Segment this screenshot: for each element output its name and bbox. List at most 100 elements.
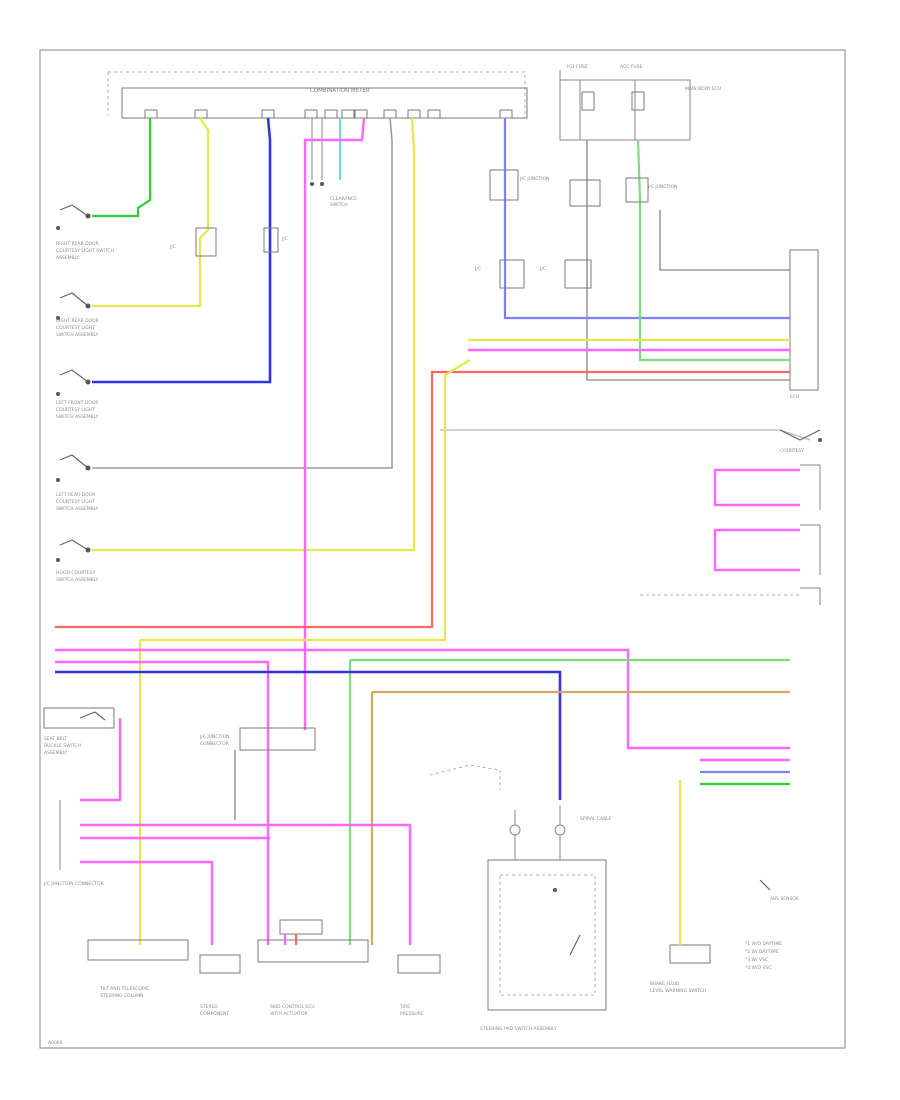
svg-text:RIGHT REAR DOOR: RIGHT REAR DOOR bbox=[56, 318, 99, 324]
wire-gray-right-bus bbox=[440, 429, 811, 441]
wire-pink-loop-1 bbox=[713, 468, 800, 507]
skid-control-ecu: SKID CONTROL ECU WITH ACTUATOR bbox=[257, 919, 369, 1017]
svg-text:J/C JUNCTION: J/C JUNCTION bbox=[199, 734, 230, 740]
wire-yellow-rr bbox=[92, 117, 210, 308]
svg-text:COURTESY: COURTESY bbox=[780, 448, 804, 454]
svg-text:LEFT REAR DOOR: LEFT REAR DOOR bbox=[56, 492, 95, 498]
center-junction-box: J/C JUNCTION CONNECTOR bbox=[199, 727, 316, 751]
brake-fluid-level-switch: BRAKE FLUID LEVEL WARNING SWITCH bbox=[650, 944, 711, 994]
svg-text:J/C: J/C bbox=[539, 266, 546, 272]
svg-text:WITH ACTUATOR: WITH ACTUATOR bbox=[270, 1011, 308, 1017]
wire-red-ecu bbox=[430, 370, 790, 380]
right-rear-door-courtesy-switch: RIGHT REAR DOOR COURTESY LIGHT SWITCH AS… bbox=[56, 292, 99, 338]
wire-tan-bus bbox=[370, 690, 790, 945]
svg-text:STEREO: STEREO bbox=[200, 1004, 218, 1010]
svg-text:J/C: J/C bbox=[281, 236, 288, 242]
svg-text:*3 W/ VSC: *3 W/ VSC bbox=[745, 957, 768, 963]
connector-bracket-right bbox=[800, 464, 821, 605]
bottom-component-1: TILT AND TELESCOPIC STEERING COLUMN bbox=[87, 939, 189, 999]
wire-red-bus bbox=[55, 380, 434, 629]
wire-pink-meter-to-ecu bbox=[303, 117, 366, 730]
wire-blue-lf bbox=[92, 117, 272, 384]
wire-gray-spiral bbox=[429, 764, 501, 790]
svg-text:MAIN BODY ECU: MAIN BODY ECU bbox=[685, 86, 721, 92]
left-lower-label: J/C JUNCTION CONNECTOR bbox=[43, 881, 104, 887]
svg-text:IG1 FUSE: IG1 FUSE bbox=[567, 64, 588, 70]
page-id: A0000 bbox=[48, 1040, 63, 1046]
right-door-switch-cluster: COURTESY bbox=[779, 429, 822, 454]
svg-text:ACC FUSE: ACC FUSE bbox=[620, 64, 642, 70]
left-front-door-courtesy-switch: LEFT FRONT DOOR COURTESY LIGHT SWITCH AS… bbox=[56, 369, 99, 420]
svg-text:CONNECTOR: CONNECTOR bbox=[200, 741, 229, 747]
wire-gray-ign bbox=[586, 140, 790, 381]
tire-pressure-receiver: TIRE PRESSURE bbox=[397, 954, 441, 1017]
junction-connector-rf: J/C bbox=[169, 227, 217, 257]
svg-text:J/C JUNCTION: J/C JUNCTION bbox=[519, 176, 550, 182]
svg-text:RIGHT REAR DOOR: RIGHT REAR DOOR bbox=[56, 241, 99, 247]
bottom-component-2: STEREO COMPONENT bbox=[199, 954, 241, 1017]
wire-yellow-bus bbox=[138, 359, 471, 945]
svg-text:SWITCH ASSEMBLY: SWITCH ASSEMBLY bbox=[56, 414, 99, 420]
meter-dash-outline bbox=[107, 71, 526, 115]
svg-text:COURTESY LIGHT: COURTESY LIGHT bbox=[56, 325, 95, 331]
svg-text:BUCKLE SWITCH: BUCKLE SWITCH bbox=[44, 743, 81, 749]
combination-meter-label: COMBINATION METER bbox=[310, 88, 370, 94]
svg-text:COURTESY LIGHT: COURTESY LIGHT bbox=[56, 499, 95, 505]
svg-text:*1 W/O DAYTIME: *1 W/O DAYTIME bbox=[745, 941, 782, 947]
junction-connector-lf: J/C bbox=[263, 227, 288, 253]
svg-text:SWITCH ASSEMBLY: SWITCH ASSEMBLY bbox=[56, 506, 99, 512]
svg-text:STEERING COLUMN: STEERING COLUMN bbox=[100, 993, 144, 999]
svg-text:SWITCH ASSEMBLY: SWITCH ASSEMBLY bbox=[56, 332, 99, 338]
wire-green-ign bbox=[636, 139, 790, 362]
wire-green-bus bbox=[348, 658, 790, 945]
svg-text:PRESSURE: PRESSURE bbox=[400, 1011, 424, 1017]
svg-text:*2 W/ DAYTIME: *2 W/ DAYTIME bbox=[745, 949, 779, 955]
svg-text:SEAT BELT: SEAT BELT bbox=[44, 736, 67, 742]
svg-text:COMPONENT: COMPONENT bbox=[200, 1011, 229, 1017]
wire-lblue-main bbox=[503, 118, 790, 320]
wire-pink-left-lower bbox=[80, 718, 122, 802]
wire-yellow-hood bbox=[92, 117, 416, 552]
wire-green-rf bbox=[92, 118, 152, 218]
svg-text:ASSEMBLY: ASSEMBLY bbox=[56, 255, 80, 261]
svg-text:J/C: J/C bbox=[169, 244, 176, 250]
svg-text:COURTESY LIGHT SWITCH: COURTESY LIGHT SWITCH bbox=[56, 248, 114, 254]
right-lower-sensor: ABS SENSOR bbox=[759, 879, 799, 902]
wire-blue-bus bbox=[55, 670, 562, 800]
steering-pad-switch-assembly: STEERING PAD SWITCH ASSEMBLY bbox=[480, 859, 607, 1032]
svg-text:SWITCH: SWITCH bbox=[330, 202, 348, 208]
fuse-block-top-right: IG1 FUSE ACC FUSE MAIN BODY ECU bbox=[559, 64, 721, 141]
svg-text:LEVEL WARNING SWITCH: LEVEL WARNING SWITCH bbox=[650, 988, 706, 994]
meter-ground-switch: CLEARANCE SWITCH bbox=[310, 118, 357, 208]
svg-text:ABS SENSOR: ABS SENSOR bbox=[770, 896, 799, 902]
wire-pink-left-2 bbox=[80, 823, 412, 945]
left-rear-door-courtesy-switch: LEFT REAR DOOR COURTESY LIGHT SWITCH ASS… bbox=[56, 454, 99, 512]
svg-text:J/C JUNCTION: J/C JUNCTION bbox=[647, 184, 678, 190]
hood-courtesy-switch: HOOD COURTESY SWITCH ASSEMBLY bbox=[56, 539, 99, 583]
wire-gray-lr bbox=[92, 117, 393, 469]
wire-pink-bus-2 bbox=[55, 660, 270, 945]
wire-pink-bus bbox=[55, 648, 790, 750]
wire-pink-loop-2 bbox=[713, 528, 800, 572]
svg-text:SKID CONTROL ECU: SKID CONTROL ECU bbox=[270, 1004, 315, 1010]
relay-assembly-right: J/C JUNCTION J/C JUNCTION J/C J/C bbox=[474, 169, 678, 289]
wire-pink-left-4 bbox=[80, 860, 214, 945]
svg-text:LEFT FRONT DOOR: LEFT FRONT DOOR bbox=[56, 400, 99, 406]
svg-text:SWITCH ASSEMBLY: SWITCH ASSEMBLY bbox=[56, 577, 99, 583]
seat-belt-buckle-switch: SEAT BELT BUCKLE SWITCH ASSEMBLY bbox=[43, 707, 115, 756]
meter-terminals bbox=[144, 109, 513, 119]
svg-text:ASSEMBLY: ASSEMBLY bbox=[44, 750, 68, 756]
legend-bottom-right: *1 W/O DAYTIME *2 W/ DAYTIME *3 W/ VSC *… bbox=[745, 941, 782, 971]
svg-text:*4 W/O VSC: *4 W/O VSC bbox=[745, 965, 772, 971]
main-body-ecu-label: ECU bbox=[790, 394, 799, 400]
diagram-frame bbox=[39, 49, 846, 1049]
right-front-door-courtesy-switch: RIGHT REAR DOOR COURTESY LIGHT SWITCH AS… bbox=[56, 204, 114, 261]
svg-text:CLEARANCE: CLEARANCE bbox=[330, 196, 357, 202]
main-body-ecu-box bbox=[789, 249, 819, 391]
svg-text:HOOD COURTESY: HOOD COURTESY bbox=[56, 570, 96, 576]
svg-text:COURTESY LIGHT: COURTESY LIGHT bbox=[56, 407, 95, 413]
svg-text:BRAKE FLUID: BRAKE FLUID bbox=[650, 981, 680, 987]
svg-text:SPIRAL CABLE: SPIRAL CABLE bbox=[580, 816, 612, 822]
wire-gray-ecu-top bbox=[659, 210, 790, 271]
svg-text:TIRE: TIRE bbox=[399, 1004, 410, 1010]
